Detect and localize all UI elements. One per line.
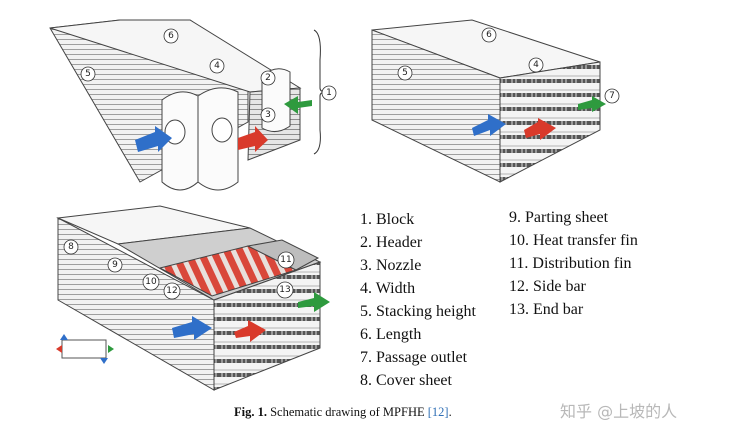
red-arrow — [234, 320, 266, 342]
callout-9: 9 — [107, 257, 123, 273]
svg-text:3: 3 — [265, 110, 271, 120]
callout-3: 3 — [260, 107, 276, 123]
caption-prefix: Fig. 1. — [234, 405, 267, 419]
callout-13: 13 — [276, 281, 294, 299]
block-end-face — [213, 261, 321, 391]
legend-item: 6. Length — [360, 326, 422, 343]
legend-left: 1. Block 2. Header 3. Nozzle 4. Width 5.… — [360, 208, 476, 392]
green-arrow — [284, 96, 312, 114]
figure-caption: Fig. 1. Schematic drawing of MPFHE [12]. — [234, 405, 452, 420]
legend-item: 5. Stacking height — [360, 303, 476, 320]
block-passages-drawing — [371, 19, 606, 183]
inset-icon-box — [61, 339, 107, 359]
block-top-face — [49, 19, 302, 93]
svg-text:8: 8 — [68, 242, 74, 252]
caption-reference-link[interactable]: [12] — [427, 405, 449, 419]
callout-6b: 6 — [481, 27, 497, 43]
svg-text:12: 12 — [166, 286, 177, 296]
legend-item: 13. End bar — [509, 301, 584, 318]
cutaway-drawing — [56, 205, 330, 391]
legend-item: 8. Cover sheet — [360, 372, 452, 389]
svg-text:6: 6 — [168, 31, 174, 41]
caption-text: Schematic drawing of MPFHE — [270, 405, 425, 419]
svg-text:6: 6 — [486, 30, 492, 40]
svg-text:4: 4 — [214, 61, 220, 71]
callout-7: 7 — [604, 88, 620, 104]
block-end-face — [499, 61, 601, 183]
svg-text:2: 2 — [265, 73, 271, 83]
svg-text:7: 7 — [609, 91, 615, 101]
red-arrow — [524, 118, 556, 140]
svg-text:5: 5 — [402, 68, 408, 78]
svg-text:11: 11 — [280, 255, 291, 265]
legend-item: 12. Side bar — [509, 278, 586, 295]
callout-11: 11 — [277, 251, 295, 269]
blue-arrow — [172, 316, 212, 340]
legend-item: 2. Header — [360, 234, 423, 251]
inset-arrow-icon — [56, 345, 62, 353]
callout-12: 12 — [163, 282, 181, 300]
callout-5: 5 — [80, 66, 96, 82]
green-arrow — [298, 292, 330, 312]
callout-2: 2 — [260, 70, 276, 86]
legend-item: 7. Passage outlet — [360, 349, 468, 366]
legend-item: 1. Block — [360, 211, 415, 228]
block-with-headers-drawing — [49, 19, 327, 191]
inset-arrow-icon — [108, 345, 114, 353]
callout-4b: 4 — [528, 57, 544, 73]
svg-text:5: 5 — [85, 69, 91, 79]
svg-text:1: 1 — [326, 88, 332, 98]
nozzle-right — [211, 117, 233, 143]
inset-arrow-icon — [60, 334, 68, 340]
legend-item: 4. Width — [360, 280, 416, 297]
callout-4: 4 — [209, 58, 225, 74]
legend-item: 10. Heat transfer fin — [509, 232, 638, 249]
caption-suffix: . — [448, 405, 452, 419]
svg-text:13: 13 — [279, 285, 290, 295]
svg-text:10: 10 — [145, 277, 157, 287]
callout-5b: 5 — [397, 65, 413, 81]
legend-item: 9. Parting sheet — [509, 209, 609, 226]
inset-arrow-icon — [100, 358, 108, 364]
callout-10: 10 — [142, 273, 160, 291]
svg-text:4: 4 — [533, 60, 539, 70]
legend-right: 9. Parting sheet 10. Heat transfer fin 1… — [509, 206, 638, 321]
legend-item: 3. Nozzle — [360, 257, 422, 274]
green-arrow — [578, 96, 606, 112]
callout-6: 6 — [163, 28, 179, 44]
svg-text:9: 9 — [112, 260, 118, 270]
legend-item: 11. Distribution fin — [509, 255, 632, 272]
callout-8: 8 — [63, 239, 79, 255]
watermark: 知乎 @上坡的人 — [560, 402, 678, 421]
blue-arrow — [472, 114, 506, 136]
red-arrow — [238, 126, 268, 152]
callout-1: 1 — [321, 85, 337, 101]
blue-arrow — [135, 126, 172, 152]
